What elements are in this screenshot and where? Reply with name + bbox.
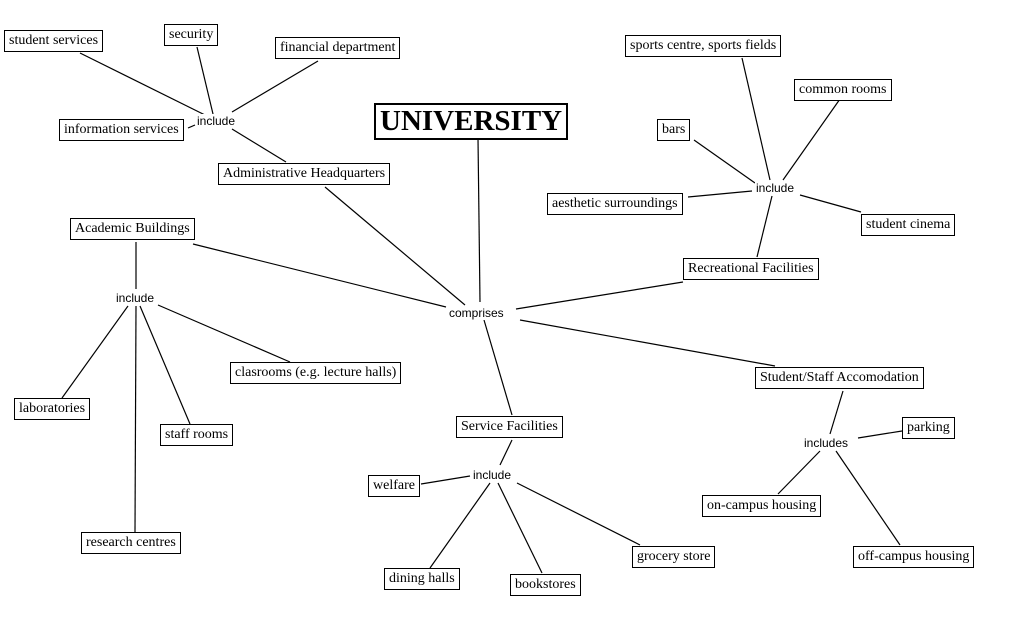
connector bbox=[192, 243, 447, 308]
node-welfare[interactable]: welfare bbox=[368, 475, 420, 497]
node-recreational-facilities[interactable]: Recreational Facilities bbox=[683, 258, 819, 280]
node-classrooms[interactable]: clasrooms (e.g. lecture halls) bbox=[230, 362, 402, 384]
connector bbox=[429, 482, 491, 569]
connector bbox=[134, 305, 137, 533]
node-grocery-store[interactable]: grocery store bbox=[632, 546, 716, 568]
node-research-centres[interactable]: research centres bbox=[81, 532, 181, 554]
connector bbox=[196, 46, 214, 115]
connector bbox=[231, 60, 319, 113]
connector bbox=[477, 137, 481, 303]
connector bbox=[741, 57, 771, 181]
link-label-service-include: include bbox=[472, 468, 513, 482]
connector bbox=[324, 186, 466, 306]
connector bbox=[420, 475, 471, 485]
node-common-rooms[interactable]: common rooms bbox=[794, 79, 892, 101]
root-node-university[interactable]: UNIVERSITY bbox=[374, 103, 569, 140]
link-label-recreation-include: include bbox=[755, 181, 796, 195]
node-student-services[interactable]: student services bbox=[4, 30, 104, 52]
connector bbox=[187, 124, 196, 129]
connector bbox=[79, 52, 206, 116]
connector bbox=[756, 195, 773, 258]
node-bookstores[interactable]: bookstores bbox=[510, 574, 581, 596]
node-parking[interactable]: parking bbox=[902, 417, 955, 439]
node-laboratories[interactable]: laboratories bbox=[14, 398, 91, 420]
connector bbox=[693, 139, 756, 184]
link-label-admin-include: include bbox=[196, 114, 237, 128]
connector bbox=[483, 319, 513, 416]
connector bbox=[857, 430, 903, 439]
node-off-campus-housing[interactable]: off-campus housing bbox=[853, 546, 975, 568]
node-dining-halls[interactable]: dining halls bbox=[384, 568, 460, 590]
connector bbox=[515, 281, 684, 310]
link-label-accommodation-includes: includes bbox=[803, 436, 850, 450]
node-service-facilities[interactable]: Service Facilities bbox=[456, 416, 563, 438]
connector bbox=[519, 319, 776, 367]
node-student-staff-accomodation[interactable]: Student/Staff Accomodation bbox=[755, 367, 924, 389]
node-financial-department[interactable]: financial department bbox=[275, 37, 401, 59]
node-sports-centre[interactable]: sports centre, sports fields bbox=[625, 35, 782, 57]
node-aesthetic-surroundings[interactable]: aesthetic surroundings bbox=[547, 193, 683, 215]
node-information-services[interactable]: information services bbox=[59, 119, 184, 141]
link-label-comprises: comprises bbox=[448, 306, 505, 320]
connector bbox=[829, 390, 844, 435]
node-academic-buildings[interactable]: Academic Buildings bbox=[70, 218, 195, 240]
connector bbox=[139, 305, 191, 425]
connector bbox=[61, 305, 129, 399]
link-label-academic-include: include bbox=[115, 291, 156, 305]
node-bars[interactable]: bars bbox=[657, 119, 691, 141]
connector bbox=[516, 482, 641, 546]
node-staff-rooms[interactable]: staff rooms bbox=[160, 424, 234, 446]
node-on-campus-housing[interactable]: on-campus housing bbox=[702, 495, 822, 517]
node-administrative-headquarters[interactable]: Administrative Headquarters bbox=[218, 163, 391, 185]
node-student-cinema[interactable]: student cinema bbox=[861, 214, 956, 236]
connector bbox=[687, 190, 753, 198]
connector bbox=[499, 439, 513, 466]
connector bbox=[157, 304, 291, 363]
node-security[interactable]: security bbox=[164, 24, 219, 46]
connector bbox=[231, 128, 287, 163]
connector bbox=[777, 450, 821, 495]
connector bbox=[799, 194, 862, 213]
connector bbox=[835, 450, 901, 546]
connector bbox=[782, 98, 841, 181]
connector bbox=[497, 482, 543, 574]
